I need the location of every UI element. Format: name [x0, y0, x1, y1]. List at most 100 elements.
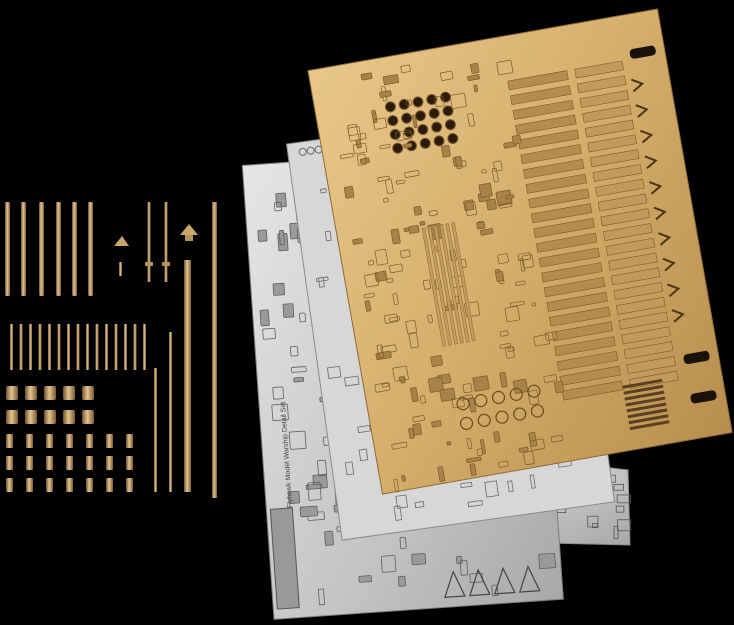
brass-turret-fitting	[25, 386, 37, 400]
etched-part	[613, 525, 619, 540]
etched-ladder-rung	[576, 75, 627, 94]
brass-barrel-small	[10, 324, 13, 370]
etched-part	[493, 160, 503, 172]
etched-part	[344, 461, 355, 476]
etched-part	[430, 355, 443, 367]
etched-part	[324, 230, 332, 242]
etched-part	[512, 378, 529, 394]
etched-part	[469, 568, 491, 597]
brass-fitting	[180, 224, 198, 235]
etched-part	[401, 474, 406, 482]
etched-part	[523, 451, 535, 466]
etched-part	[413, 205, 423, 216]
etched-part	[613, 483, 624, 491]
etched-part	[484, 480, 499, 498]
etched-part	[444, 570, 466, 599]
etched-part	[403, 142, 413, 149]
etched-part	[543, 374, 558, 383]
brass-small-part	[126, 456, 133, 470]
brass-barrel-small	[86, 324, 89, 370]
etched-part	[271, 403, 289, 422]
etched-part	[419, 395, 426, 404]
brass-small-part	[66, 456, 73, 470]
brass-turret-fitting	[6, 386, 18, 400]
etched-part	[358, 575, 372, 583]
etched-part	[357, 424, 371, 434]
etched-ladder-rung	[541, 262, 603, 283]
etched-part	[498, 202, 513, 209]
etched-part	[352, 238, 363, 245]
etched-part	[326, 365, 342, 379]
etched-part	[493, 566, 516, 595]
etched-part	[339, 152, 354, 159]
etched-part	[405, 99, 413, 107]
etched-ladder-rung	[538, 247, 600, 268]
etched-part	[389, 263, 403, 274]
etched-bracket	[630, 78, 645, 93]
etched-bracket	[667, 283, 681, 297]
etched-part	[554, 380, 565, 394]
etched-part	[463, 199, 475, 211]
etched-part	[480, 228, 494, 236]
brass-barrel	[39, 202, 44, 296]
etched-part	[412, 423, 422, 436]
etched-part	[411, 553, 427, 566]
brass-small-part	[26, 456, 33, 470]
etched-part	[379, 144, 391, 150]
etched-rail	[451, 222, 476, 342]
etched-part	[496, 59, 514, 76]
etched-part	[437, 466, 446, 482]
brass-barrel	[147, 202, 151, 282]
brass-barrel-small	[19, 324, 23, 370]
fret-slot	[690, 390, 717, 404]
etched-ladder-rung	[623, 341, 674, 360]
brass-fitting	[114, 236, 129, 246]
brass-fret-main	[307, 8, 733, 495]
etched-ladder-rung	[616, 296, 666, 315]
etched-part	[402, 131, 413, 139]
etched-part	[374, 248, 389, 266]
etched-part	[459, 560, 469, 576]
etched-part	[305, 483, 323, 490]
etched-grille	[624, 390, 665, 401]
etched-part	[533, 334, 551, 347]
etched-part	[527, 389, 540, 406]
etched-porthole	[433, 135, 445, 147]
etched-ladder-rung	[579, 90, 630, 109]
etched-part	[259, 309, 270, 327]
etched-part	[408, 224, 420, 234]
etched-part	[393, 478, 400, 493]
etched-part	[499, 343, 511, 349]
etched-part	[306, 146, 315, 155]
etched-wheel	[474, 394, 488, 408]
etched-porthole	[401, 112, 413, 124]
etched-ladder-rung	[562, 380, 624, 401]
brass-barrel-small	[57, 324, 61, 370]
etched-part	[364, 300, 372, 312]
etched-porthole	[417, 124, 429, 136]
etched-part	[498, 460, 509, 468]
etched-ladder-rung	[600, 208, 650, 227]
brass-small-part	[126, 478, 133, 492]
etched-part	[307, 481, 322, 501]
etched-wheel	[513, 407, 527, 421]
etched-ladder-rung	[536, 232, 598, 253]
etched-part	[521, 254, 535, 269]
etched-wheel	[495, 410, 509, 424]
fret-slot	[629, 45, 656, 59]
etched-part	[427, 314, 433, 323]
brass-turret-fitting	[63, 410, 75, 424]
etched-part	[399, 536, 407, 549]
etched-part	[391, 441, 408, 450]
etched-bracket	[658, 232, 672, 246]
brass-small-part	[66, 478, 73, 492]
etched-part	[318, 588, 325, 606]
etched-part	[400, 249, 411, 259]
brass-fitting	[185, 235, 193, 241]
etched-grille	[629, 420, 670, 431]
etched-part	[364, 273, 379, 288]
etched-part	[467, 113, 475, 127]
etched-part	[299, 312, 306, 323]
etched-part	[377, 175, 390, 182]
etched-ladder-rung	[549, 306, 611, 327]
